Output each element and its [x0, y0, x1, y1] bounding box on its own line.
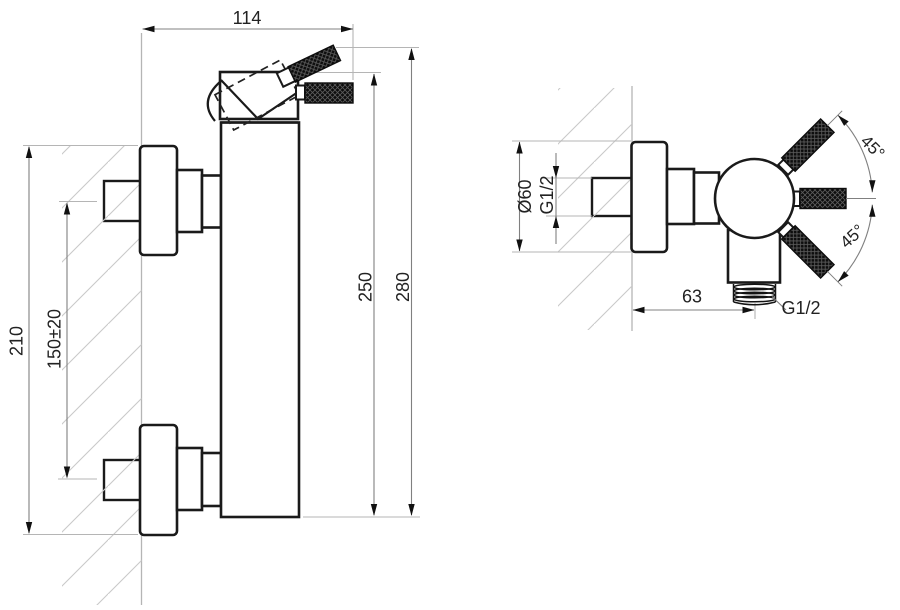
dim-width-114: 114: [142, 8, 353, 33]
lever-handle-raised: [275, 44, 342, 89]
radial-centerline-upper: [826, 110, 843, 127]
lever-middle: [791, 187, 847, 210]
dim-inlet-thread: G1/2: [537, 153, 560, 244]
valve-sphere: [713, 157, 796, 240]
dim-height-280: 280: [393, 48, 415, 516]
dim-height-250: 250: [356, 73, 378, 516]
dim-label-45-upper: 45°: [857, 132, 889, 164]
dim-span-210: 210: [7, 146, 33, 534]
dim-label-45-lower: 45°: [836, 221, 868, 252]
dim-label-150: 150±20: [45, 309, 65, 369]
lever-handle-horizontal: [295, 82, 354, 104]
dim-label-250: 250: [356, 272, 376, 302]
connector-nut-top: [200, 174, 223, 229]
lever-grip-raised: [287, 44, 342, 84]
side-view: 45° 45° Ø60 G1/2 63 G1/2: [512, 86, 888, 331]
escutcheon-bottom: [138, 423, 179, 537]
dim-spacing-150: 150±20: [45, 202, 71, 479]
lever-grip-lower: [780, 224, 836, 280]
escutcheon-step-top: [175, 168, 204, 234]
wall-hatch-front: [62, 145, 142, 605]
escutcheon-step-side: [665, 167, 696, 226]
dim-label-d60: Ø60: [515, 179, 535, 213]
wall-hatch-side: [558, 88, 632, 330]
dim-label-63: 63: [682, 287, 702, 307]
lever-upper-45: [776, 110, 843, 177]
lever-neck-horizontal: [295, 84, 306, 101]
dim-label-280: 280: [393, 272, 413, 302]
lever-grip-middle: [799, 187, 847, 210]
escutcheon-side: [630, 140, 669, 254]
dim-label-114: 114: [233, 8, 262, 28]
lever-lower-45: [776, 220, 843, 287]
mixer-body: [219, 121, 301, 519]
head-cone-lines: [220, 79, 299, 121]
outlet-thread: [732, 283, 777, 306]
escutcheon-step-bottom: [175, 446, 204, 512]
escutcheon-top: [138, 144, 179, 257]
connector-nut-bottom: [200, 451, 223, 508]
dim-offset-63: 63: [632, 287, 755, 314]
dim-diameter-60: Ø60: [515, 141, 535, 252]
lever-grip-upper: [780, 117, 836, 173]
dim-outlet-thread: G1/2: [771, 296, 821, 318]
dim-label-210: 210: [7, 326, 27, 356]
front-view: 114 250 280 210 150±20: [7, 8, 420, 605]
dim-label-g12-outlet: G1/2: [781, 298, 820, 318]
radial-centerline-lower: [826, 270, 843, 287]
head-tilt-curve: [206, 80, 222, 122]
dim-label-g12-inlet: G1/2: [537, 175, 557, 214]
lever-grip-horizontal: [304, 82, 354, 104]
